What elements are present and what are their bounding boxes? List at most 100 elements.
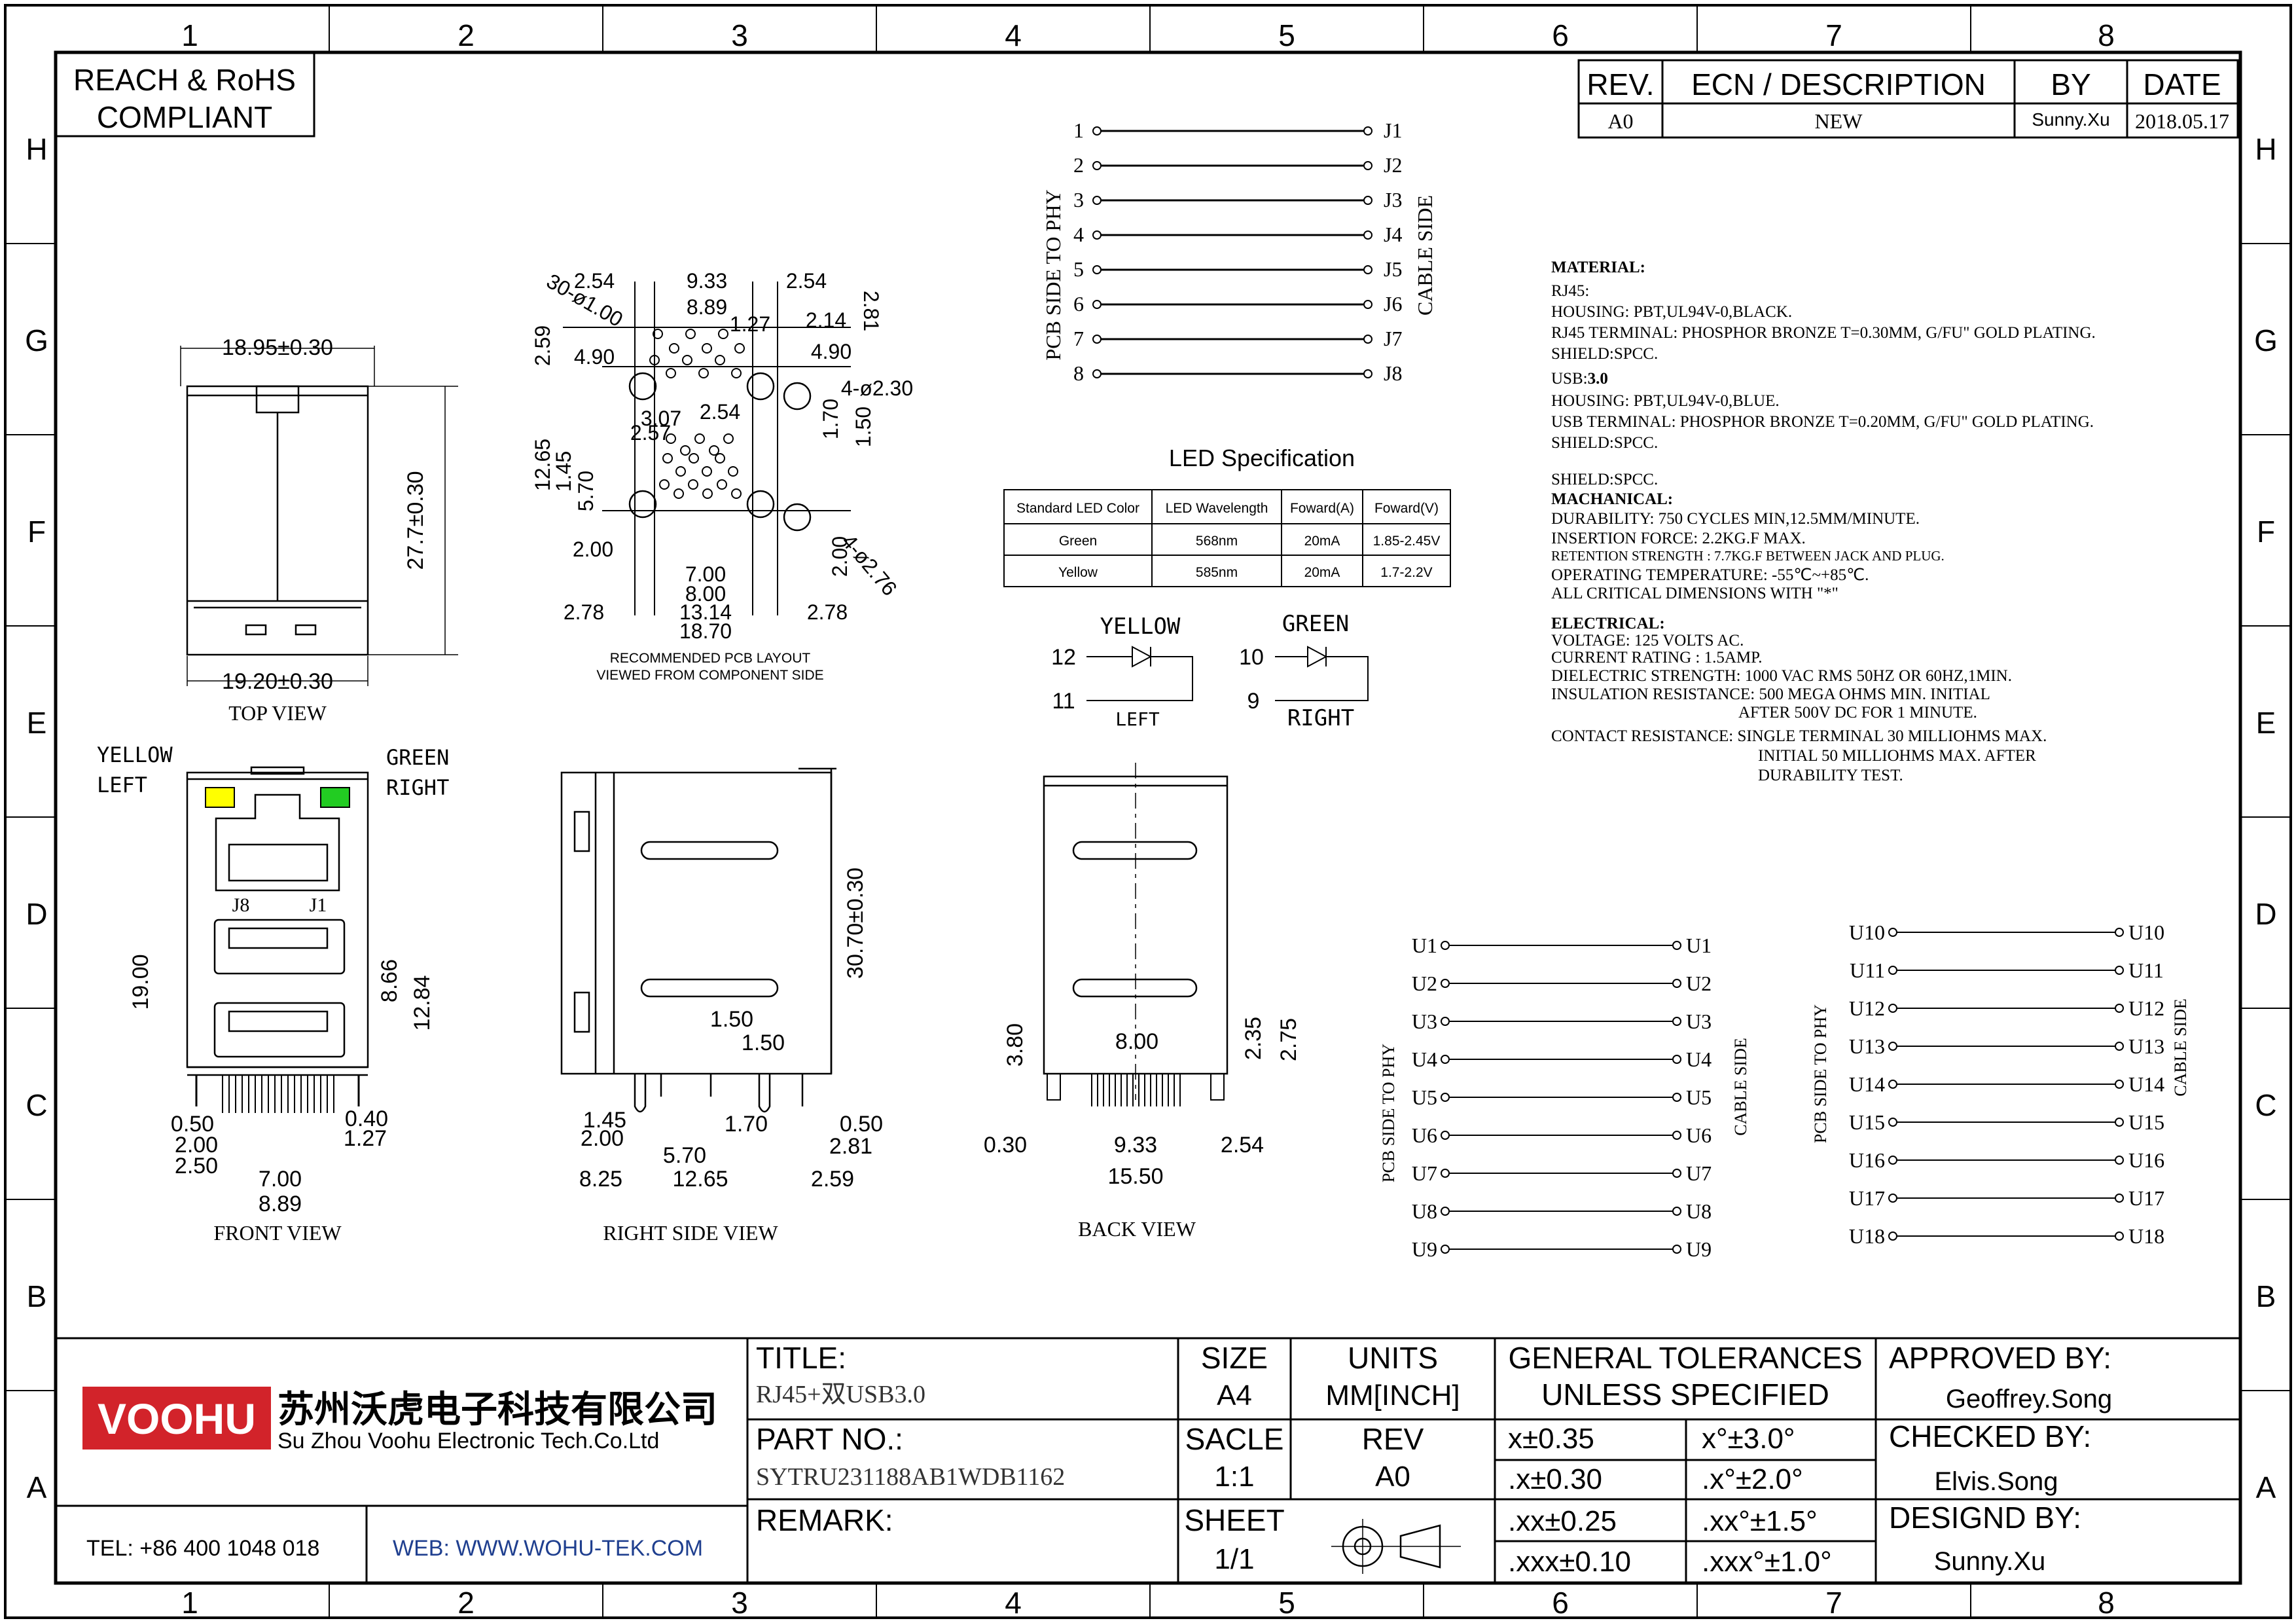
pcb-dimension-text: 13.14 xyxy=(679,600,732,624)
led-green-pin-b: 9 xyxy=(1247,689,1260,714)
grid-row-label: C xyxy=(2255,1088,2276,1122)
rj45-jack-node xyxy=(1363,196,1372,205)
usb-pin-label: U14 xyxy=(2128,1072,2164,1096)
right-dimension-text: 8.25 xyxy=(579,1167,622,1192)
tolerance-value: .xxx±0.10 xyxy=(1508,1546,1631,1578)
mech-title: MACHANICAL: xyxy=(1551,490,1673,508)
grid-col-label: 6 xyxy=(1552,18,1569,52)
tolerance-value: .x°±2.0° xyxy=(1702,1463,1803,1495)
rj45-pin-number: 5 xyxy=(1073,257,1084,281)
led-spec-header: LED Wavelength xyxy=(1166,501,1268,516)
usb-pin-node xyxy=(1888,1231,1897,1241)
back-dimension-text: 8.00 xyxy=(1115,1029,1158,1054)
back-dimension-text: 0.30 xyxy=(984,1133,1027,1158)
front-led-green xyxy=(320,787,350,808)
led-spec-header: Standard LED Color xyxy=(1016,501,1139,516)
pcb-pin-hole xyxy=(685,329,696,339)
back-dimension-text: 2.35 xyxy=(1241,1017,1266,1060)
grid-row-label: C xyxy=(26,1088,47,1122)
pcb-pin-hole xyxy=(680,445,691,456)
grid-col-label: 3 xyxy=(731,18,748,52)
usb-pin-label: U12 xyxy=(2128,996,2164,1020)
voohu-logo-text: VOOHU xyxy=(98,1395,256,1443)
pcb-dimension-text: 2.54 xyxy=(574,269,615,293)
usb-pin-node xyxy=(1888,1042,1897,1051)
pcb-pin-hole xyxy=(682,355,692,365)
front-led-right-side: RIGHT xyxy=(386,775,449,800)
usb-pin-node xyxy=(1672,941,1681,950)
ecn-value: NEW xyxy=(1815,109,1863,133)
usb-pin-node xyxy=(2115,1042,2124,1051)
pcb-dimension-text: 8.89 xyxy=(687,295,727,319)
led-green-label: GREEN xyxy=(1282,611,1349,637)
usb-pin-label: U16 xyxy=(2128,1148,2164,1172)
pcb-dimension-text: 4-ø2.30 xyxy=(841,376,913,400)
usb-title: USB: xyxy=(1551,370,1588,388)
pcb-dimension-text: 2.14 xyxy=(806,308,846,332)
grid-col-label: 6 xyxy=(1552,1586,1569,1620)
usb-pin-node xyxy=(2115,1231,2124,1241)
rj45-jack-label: J3 xyxy=(1384,188,1402,211)
pcb-pin-hole xyxy=(718,329,728,339)
grid-row-label: B xyxy=(2256,1279,2276,1313)
designed-label: DESIGND BY: xyxy=(1889,1501,2081,1535)
grid-row-label: H xyxy=(2255,132,2276,166)
back-dimension-text: 2.54 xyxy=(1221,1133,1264,1158)
usb-pin-node xyxy=(1672,1169,1681,1178)
pcb-mount-hole xyxy=(628,490,657,519)
grid-row-label: D xyxy=(26,897,47,931)
usb-pin-label: U7 xyxy=(1686,1161,1712,1185)
rj45-pin-node xyxy=(1092,300,1102,309)
pcb-dimension-text: 18.70 xyxy=(679,619,732,643)
tolerance-title-2: UNLESS SPECIFIED xyxy=(1541,1377,1829,1412)
usb-pin-node xyxy=(2115,1118,2124,1127)
grid-col-label: 8 xyxy=(2098,18,2115,52)
company-name-en: Su Zhou Voohu Electronic Tech.Co.Ltd xyxy=(278,1429,659,1453)
pcb-mount-hole xyxy=(783,503,812,532)
grid-col-label: 1 xyxy=(181,1586,198,1620)
led-spec-cell: 1.7-2.2V xyxy=(1380,565,1432,580)
mech-line-5: ALL CRITICAL DIMENSIONS WITH "*" xyxy=(1551,585,1839,602)
usb-pin-node xyxy=(1441,1207,1450,1216)
pcb-dimension-text: 4.90 xyxy=(811,340,852,363)
pcb-pin-hole xyxy=(662,453,673,464)
grid-col-label: 4 xyxy=(1005,18,1022,52)
elec-title: ELECTRICAL: xyxy=(1551,615,1665,632)
pcb-dimension-text: 2.54 xyxy=(786,269,827,293)
rj45-pin-node xyxy=(1092,369,1102,378)
sheet-label: SHEET xyxy=(1184,1503,1284,1537)
rj45-pin-node xyxy=(1092,230,1102,240)
usb-pin-label: U6 xyxy=(1412,1123,1437,1147)
led-spec-cell: 20mA xyxy=(1304,534,1340,549)
usb-pin-label: U1 xyxy=(1412,934,1437,957)
right-dimension-text: 1.50 xyxy=(710,1007,753,1032)
rev-label-tb: REV xyxy=(1362,1422,1424,1456)
usb-pin-node xyxy=(2115,1194,2124,1203)
tolerance-value: .xx°±1.5° xyxy=(1702,1505,1818,1537)
rev-header: REV. xyxy=(1587,67,1654,101)
pcb-mount-hole xyxy=(746,372,775,401)
usb-pin-node xyxy=(2115,1080,2124,1089)
usb-pin-label: U9 xyxy=(1686,1237,1712,1261)
grid-row-label: G xyxy=(25,323,48,357)
elec-line-4: INSULATION RESISTANCE: 500 MEGA OHMS MIN… xyxy=(1551,685,1990,703)
grid-row-label: B xyxy=(27,1279,47,1313)
pcb-dimension-text: 1.70 xyxy=(819,399,842,439)
pcb-dimension-text: 3.07 xyxy=(641,407,681,430)
by-value: Sunny.Xu xyxy=(2032,109,2109,130)
usb-pin-label: U8 xyxy=(1686,1199,1712,1223)
usb-pin-label: U4 xyxy=(1412,1048,1437,1071)
front-dimension-text: 7.00 xyxy=(259,1167,302,1192)
checked-value: Elvis.Song xyxy=(1935,1467,2058,1496)
revision-table: REV. ECN / DESCRIPTION BY DATE A0 NEW Su… xyxy=(1577,59,2239,139)
usb-pin-node xyxy=(1441,979,1450,988)
